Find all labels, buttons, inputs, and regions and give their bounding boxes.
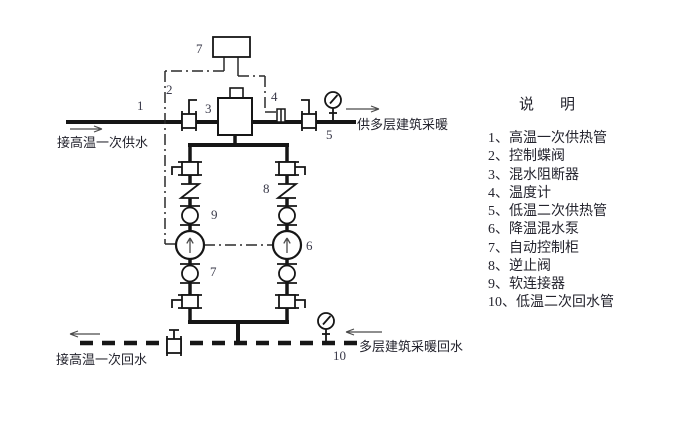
flow-arrows bbox=[69, 105, 382, 338]
supply-in-arrow bbox=[70, 125, 103, 133]
return-valve-icon bbox=[166, 329, 182, 357]
legend-item-8: 8、逆止阀 bbox=[488, 258, 551, 274]
legend-item-7: 7、自动控制柜 bbox=[488, 240, 579, 256]
return-out-text: 多层建筑采暖回水 bbox=[359, 339, 463, 354]
legend-panel: 说明 1、高温一次供热管 2、控制蝶阀 3、混水阻断器 4、温度计 5、低温二次… bbox=[488, 96, 614, 310]
supply-out-arrow bbox=[346, 105, 380, 113]
control-cabinet-box bbox=[212, 36, 251, 58]
label-control-valve: 2 bbox=[166, 82, 173, 97]
supply-out-text: 供多层建筑采暖 bbox=[357, 117, 448, 132]
legend-item-6: 6、降温混水泵 bbox=[488, 221, 579, 237]
label-secondary-supply: 5 bbox=[326, 127, 333, 142]
left-branch-valve-top-icon bbox=[171, 161, 203, 176]
left-mixing-pump-icon bbox=[174, 229, 206, 261]
right-branch-valve-top-icon bbox=[274, 161, 306, 176]
left-check-valve-icon bbox=[180, 183, 200, 199]
return-in-arrow bbox=[345, 328, 382, 336]
left-flex-connector-lower-icon bbox=[179, 263, 201, 284]
legend-item-2: 2、控制蝶阀 bbox=[488, 148, 565, 164]
return-pressure-gauge-icon bbox=[317, 312, 335, 344]
butterfly-valve-icon bbox=[181, 99, 197, 132]
left-branch-valve-bottom-icon bbox=[171, 294, 203, 309]
label-control-cabinet: 7 bbox=[196, 41, 203, 56]
outlet-valve-icon bbox=[301, 99, 317, 132]
legend-item-5: 5、低温二次供热管 bbox=[488, 203, 607, 219]
right-branch-valve-bottom-icon bbox=[274, 294, 306, 309]
label-thermometer: 4 bbox=[271, 89, 278, 104]
label-mixing-blocker: 3 bbox=[205, 101, 212, 116]
control-signal-lines bbox=[164, 57, 277, 246]
legend-item-4: 4、温度计 bbox=[488, 185, 551, 201]
return-in-text: 接高温一次回水 bbox=[56, 352, 147, 367]
right-mixing-pump-icon bbox=[271, 229, 303, 261]
thermometer-icon bbox=[276, 108, 286, 123]
right-flex-connector-upper-icon bbox=[276, 205, 298, 226]
supply-pressure-gauge-icon bbox=[324, 91, 342, 123]
label-connector-lower: 7 bbox=[210, 264, 217, 279]
right-check-valve-icon bbox=[277, 183, 297, 199]
label-return-pipe: 10 bbox=[333, 348, 346, 363]
legend-item-3: 3、混水阻断器 bbox=[488, 167, 579, 183]
supply-in-text: 接高温一次供水 bbox=[57, 135, 148, 150]
legend-item-1: 1、高温一次供热管 bbox=[488, 129, 607, 146]
label-pump: 6 bbox=[306, 238, 313, 253]
label-supply-pipe: 1 bbox=[137, 98, 144, 113]
legend-title: 说明 bbox=[519, 96, 601, 113]
label-check-valve: 8 bbox=[263, 181, 270, 196]
legend-item-10: 10、低温二次回水管 bbox=[488, 294, 614, 310]
return-out-arrow bbox=[69, 330, 100, 338]
legend-item-9: 9、软连接器 bbox=[488, 275, 565, 292]
left-flex-connector-upper-icon bbox=[179, 205, 201, 226]
mixing-blocker-icon bbox=[217, 87, 253, 136]
label-connector-upper: 9 bbox=[211, 207, 218, 222]
right-flex-connector-lower-icon bbox=[276, 263, 298, 284]
